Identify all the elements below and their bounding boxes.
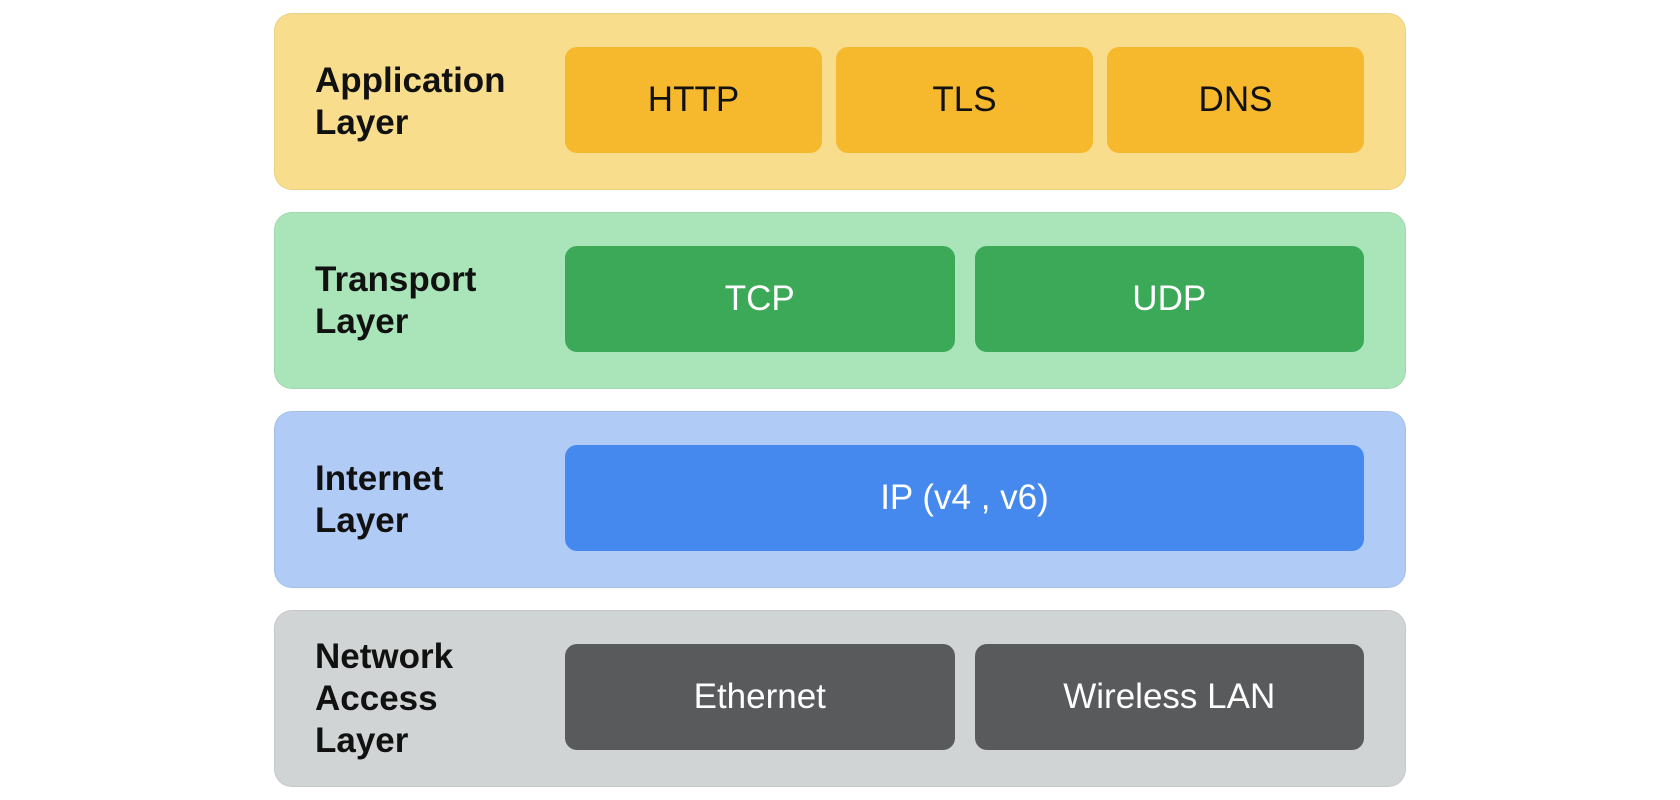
application-layer: Application Layer HTTP TLS DNS xyxy=(274,13,1406,190)
protocol-tcp-box: TCP xyxy=(565,246,955,352)
protocol-dns-box: DNS xyxy=(1107,47,1364,153)
transport-layer: Transport Layer TCP UDP xyxy=(274,212,1406,389)
protocol-ethernet-box: Ethernet xyxy=(565,644,955,750)
protocol-tls-box: TLS xyxy=(836,47,1093,153)
internet-layer: Internet Layer IP (v4 , v6) xyxy=(274,411,1406,588)
network-access-protocols: Ethernet Wireless LAN xyxy=(565,644,1364,750)
internet-layer-label: Internet Layer xyxy=(315,458,444,540)
application-protocols: HTTP TLS DNS xyxy=(565,47,1364,153)
transport-protocols: TCP UDP xyxy=(565,246,1364,352)
protocol-http-box: HTTP xyxy=(565,47,822,153)
network-access-layer-label: Network Access Layer xyxy=(315,636,454,760)
protocol-wireless-lan-box: Wireless LAN xyxy=(974,644,1364,750)
transport-layer-label: Transport Layer xyxy=(315,259,477,341)
protocol-udp-box: UDP xyxy=(974,246,1364,352)
protocol-ip-box: IP (v4 , v6) xyxy=(565,445,1364,551)
application-layer-label: Application Layer xyxy=(315,60,506,142)
network-access-layer: Network Access Layer Ethernet Wireless L… xyxy=(274,610,1406,787)
internet-protocols: IP (v4 , v6) xyxy=(565,445,1364,551)
